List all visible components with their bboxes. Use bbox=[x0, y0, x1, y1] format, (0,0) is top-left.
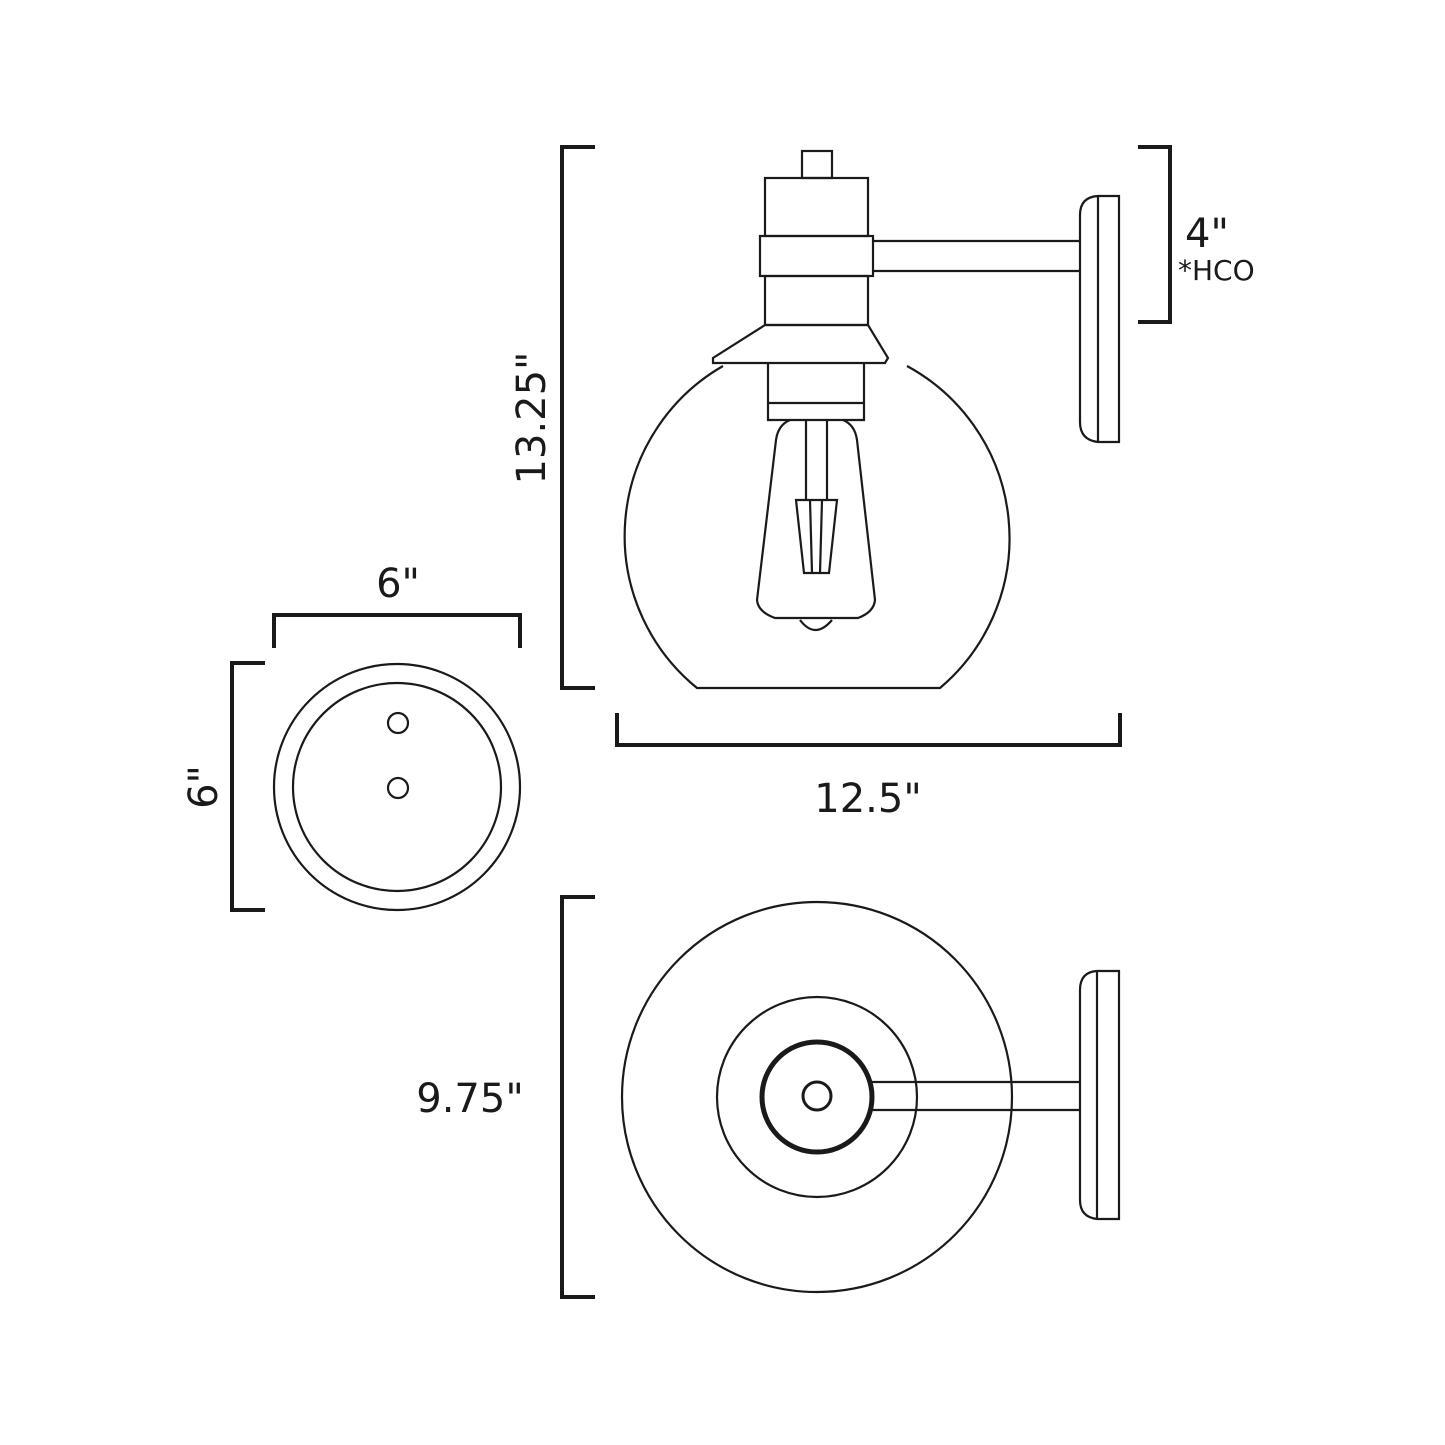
width-label: 12.5" bbox=[814, 776, 921, 822]
height-bracket bbox=[560, 145, 595, 690]
shade-outline bbox=[715, 995, 919, 1199]
backplate-width-bracket bbox=[272, 613, 522, 648]
top-view: 9.75" bbox=[416, 895, 1121, 1299]
glass-globe bbox=[623, 365, 1011, 690]
socket bbox=[766, 363, 866, 422]
backplate-top bbox=[1078, 969, 1121, 1221]
globe-outline bbox=[620, 900, 1014, 1294]
backplate-outer bbox=[272, 662, 522, 912]
arm bbox=[873, 239, 1081, 273]
backplate-height-bracket bbox=[230, 661, 265, 912]
band bbox=[758, 234, 875, 278]
neck bbox=[763, 274, 870, 327]
finial-outline bbox=[801, 1080, 833, 1112]
height-label: 13.25" bbox=[509, 352, 555, 485]
bulb-tip bbox=[799, 619, 833, 632]
side-view bbox=[623, 149, 1121, 690]
filament bbox=[794, 420, 839, 575]
extension-label: 9.75" bbox=[416, 1076, 523, 1122]
backplate-height-label: 6" bbox=[181, 765, 227, 809]
extension-bracket bbox=[560, 895, 595, 1299]
bulb bbox=[755, 418, 877, 620]
mounting-hole bbox=[386, 711, 410, 735]
upper-body bbox=[763, 176, 870, 238]
mounting-hole bbox=[386, 776, 410, 800]
finial bbox=[800, 149, 834, 180]
hco-note: *HCO bbox=[1178, 254, 1255, 287]
backplate-side bbox=[1078, 194, 1121, 444]
hco-bracket bbox=[1138, 145, 1172, 324]
backplate-inner bbox=[291, 681, 503, 893]
socket-outline bbox=[759, 1039, 875, 1155]
arm-top bbox=[872, 1080, 1080, 1112]
backplate-width-label: 6" bbox=[376, 561, 420, 607]
hco-label: 4" bbox=[1185, 211, 1229, 257]
backplate-view: 6" 6" bbox=[181, 561, 522, 912]
width-bracket bbox=[615, 713, 1122, 747]
shade-cap bbox=[711, 323, 890, 365]
